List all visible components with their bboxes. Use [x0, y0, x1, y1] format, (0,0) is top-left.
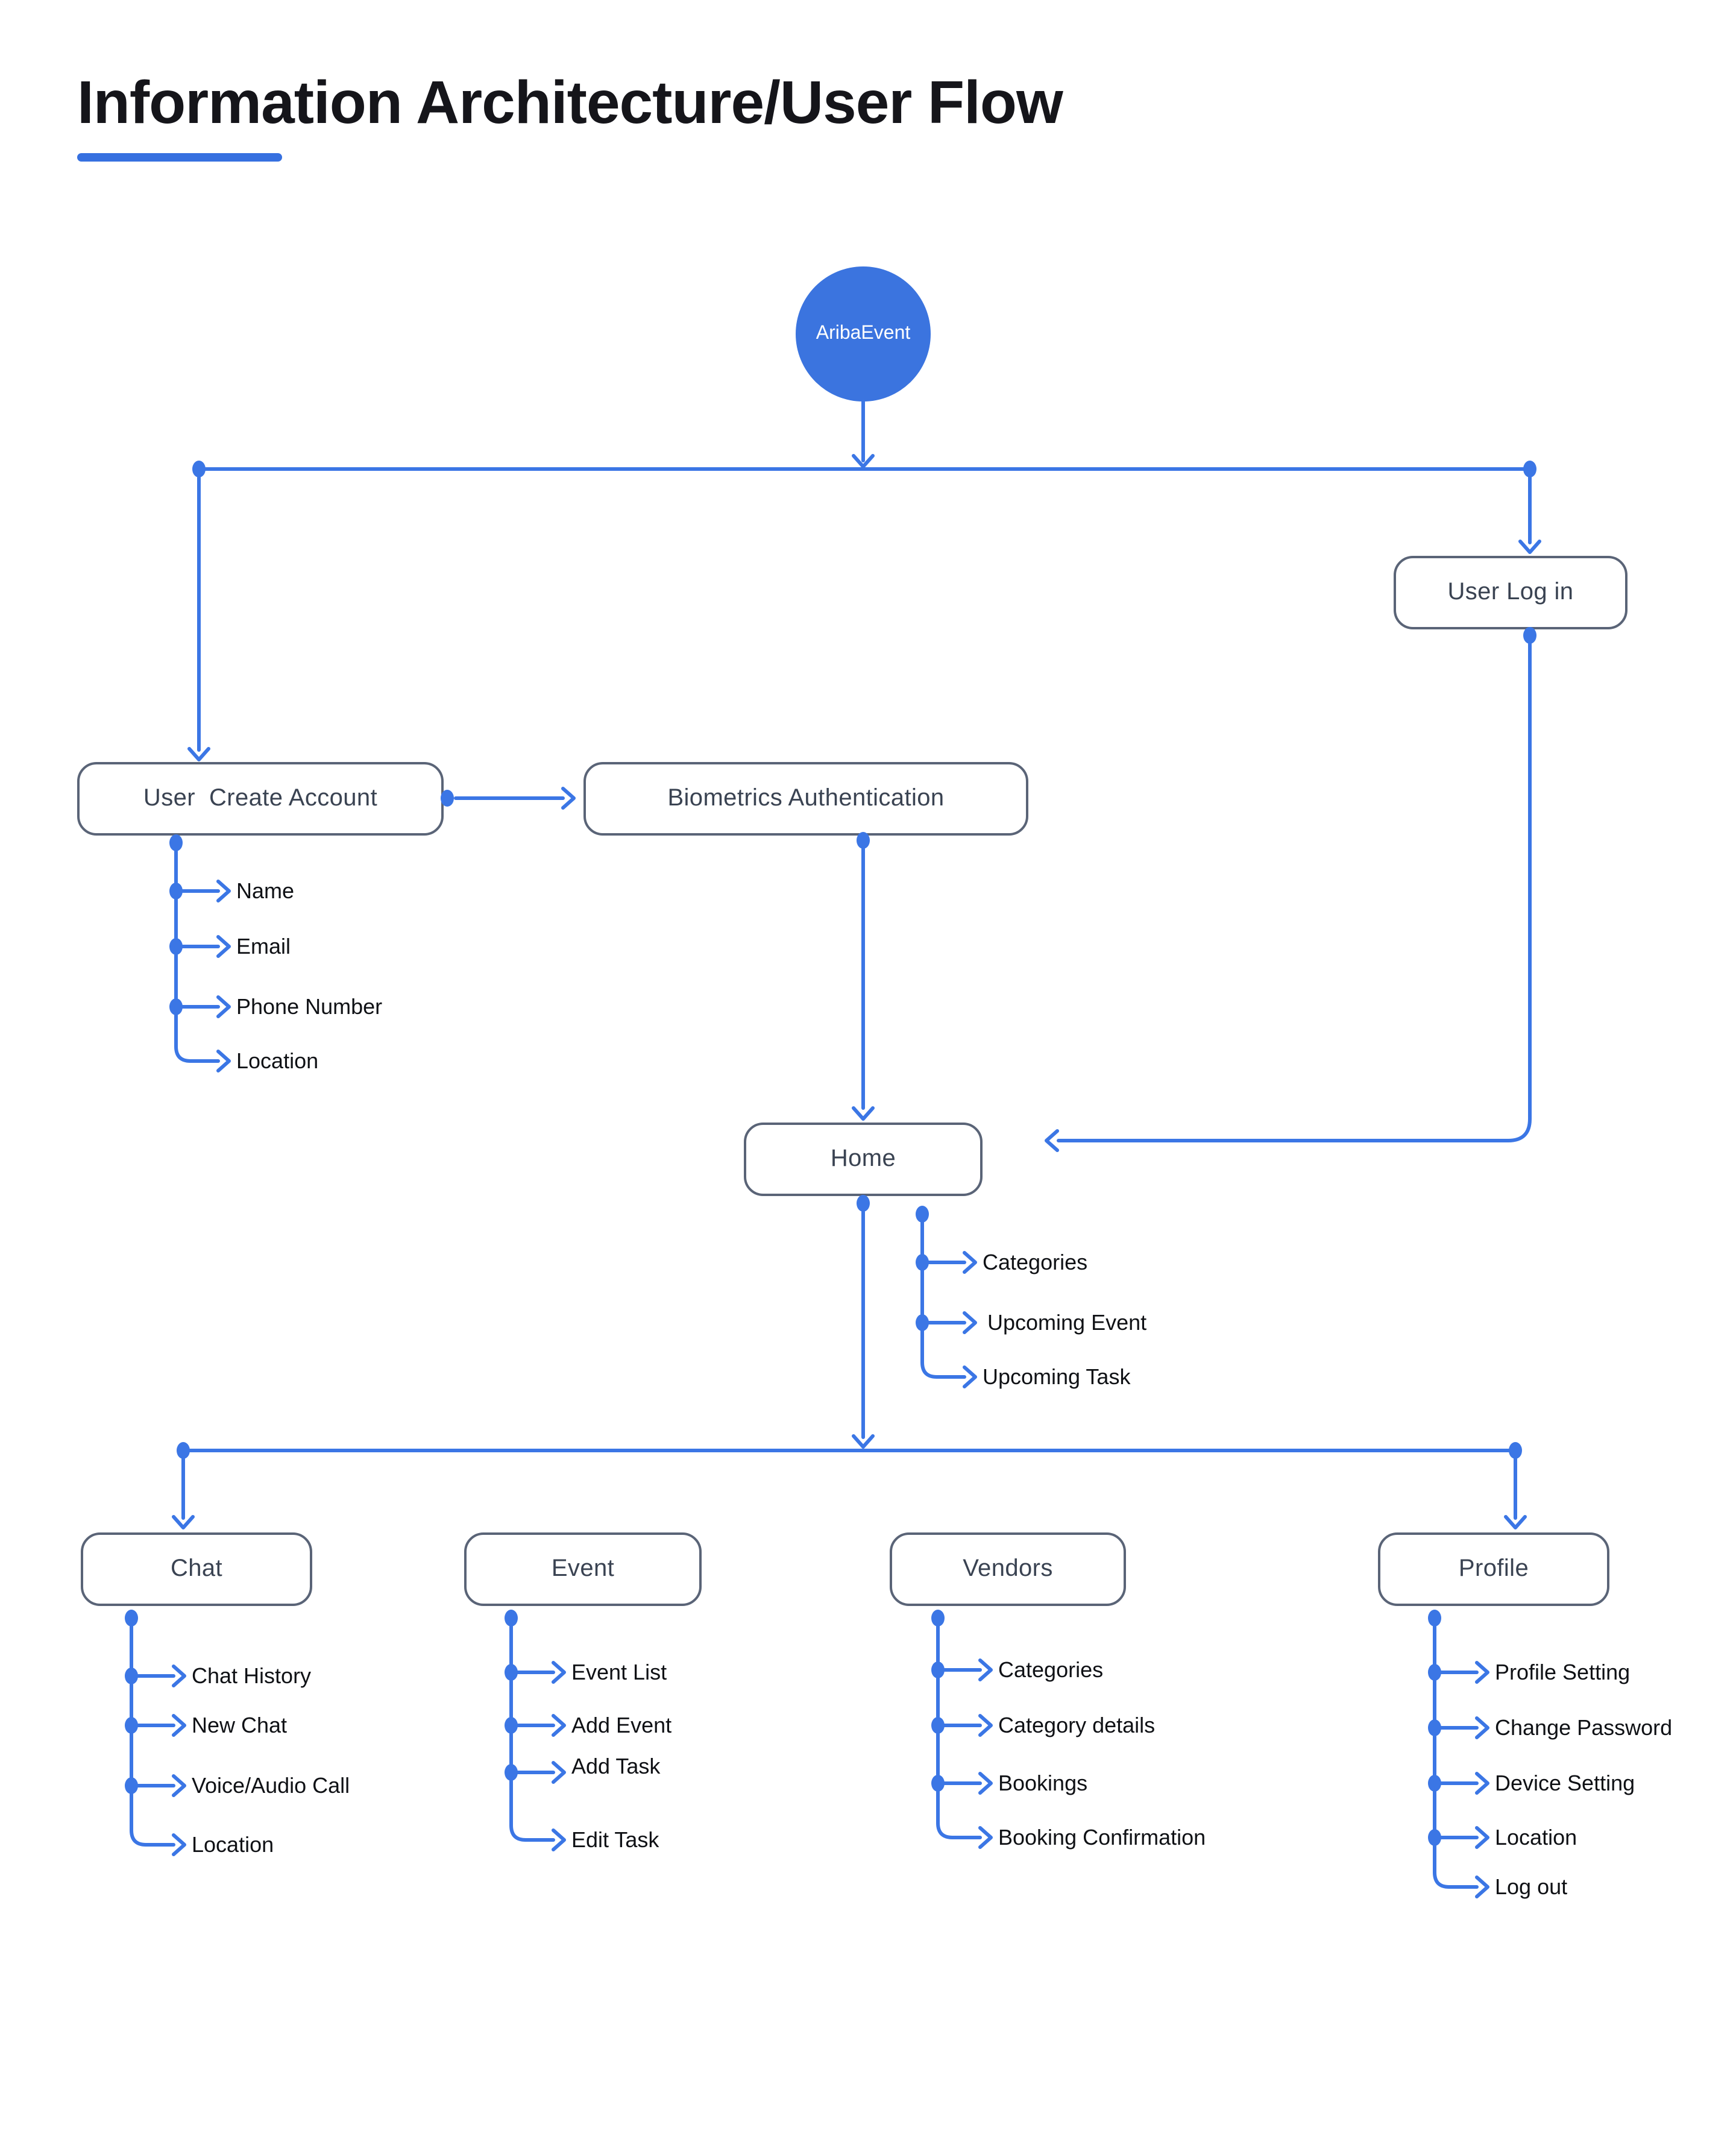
branch-item-label: Categories — [998, 1658, 1104, 1682]
branch-item-label: Profile Setting — [1495, 1660, 1631, 1684]
node-user-create-account: User Create Account — [77, 762, 444, 836]
node-profile: Profile — [1378, 1532, 1609, 1606]
title-underline — [77, 153, 282, 162]
root-node-label: AribaEvent — [816, 323, 911, 344]
node-chat: Chat — [81, 1532, 312, 1606]
node-label: Chat — [170, 1555, 223, 1582]
node-label: User Create Account — [143, 785, 378, 811]
branch-item-label: Phone Number — [236, 995, 383, 1019]
branch-item-label: Add Task — [571, 1754, 661, 1778]
node-label: User Log in — [1447, 579, 1574, 605]
branch-item-label: Upcoming Event — [987, 1311, 1147, 1335]
node-vendors: Vendors — [890, 1532, 1126, 1606]
branch-item-label: Upcoming Task — [983, 1365, 1131, 1389]
page-title: Information Architecture/User Flow — [77, 69, 1063, 136]
node-label: Event — [551, 1555, 615, 1582]
branch-item-label: Edit Task — [571, 1828, 659, 1852]
node-label: Biometrics Authentication — [667, 785, 945, 811]
branch-item-label: Event List — [571, 1660, 667, 1684]
branch-item-label: Name — [236, 879, 295, 903]
branch-item-label: Location — [192, 1833, 274, 1857]
node-label: Profile — [1458, 1555, 1529, 1582]
branch-item-label: Device Setting — [1495, 1771, 1635, 1795]
node-label: Home — [830, 1145, 896, 1172]
branch-item-label: Email — [236, 934, 291, 959]
branch-item-label: Category details — [998, 1713, 1156, 1737]
branch-item-label: Chat History — [192, 1664, 312, 1688]
node-biometrics-authentication: Biometrics Authentication — [583, 762, 1028, 836]
node-ariba-event: AribaEvent — [796, 266, 931, 402]
branch-item-label: New Chat — [192, 1713, 288, 1737]
branch-item-label: Bookings — [998, 1771, 1088, 1795]
branch-item-label: Location — [236, 1049, 319, 1073]
node-event: Event — [464, 1532, 702, 1606]
branch-item-label: Location — [1495, 1825, 1577, 1850]
node-user-log-in: User Log in — [1394, 556, 1628, 629]
branch-item-label: Categories — [983, 1250, 1088, 1274]
branch-item-label: Add Event — [571, 1713, 672, 1737]
branch-item-label: Voice/Audio Call — [192, 1774, 350, 1798]
branch-item-label: Change Password — [1495, 1716, 1673, 1740]
node-home: Home — [744, 1123, 983, 1196]
branch-item-label: Log out — [1495, 1875, 1568, 1899]
node-label: Vendors — [963, 1555, 1053, 1582]
branch-item-label: Booking Confirmation — [998, 1825, 1206, 1850]
